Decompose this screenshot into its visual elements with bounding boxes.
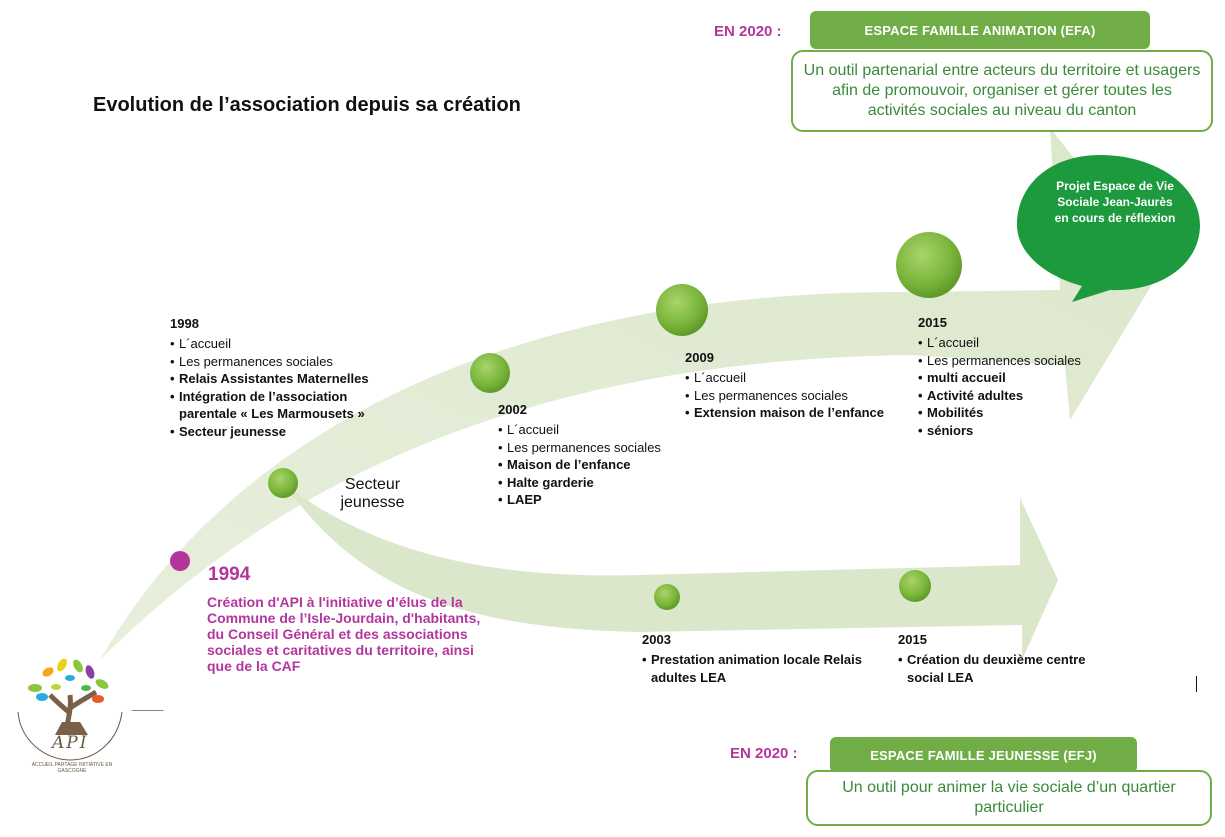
dash-mark: ____ [132,696,164,712]
milestone-items: L´accueilLes permanences socialesRelais … [170,335,400,440]
milestone-2015-dot [896,232,962,298]
milestone-item: Les permanences sociales [685,387,885,405]
milestone-item: Mobilités [918,404,1118,422]
milestone-items: Prestation animation locale Relais adult… [642,651,867,686]
milestone-item: Prestation animation locale Relais adult… [642,651,867,686]
milestone-item: Intégration de l’association parentale «… [170,388,400,423]
milestone-item: multi accueil [918,369,1118,387]
page-title: Evolution de l’association depuis sa cré… [93,94,521,116]
logo-letters: API [52,733,89,753]
milestone-year: 2015 [918,315,947,330]
projet-speech-bubble [1017,155,1200,302]
milestone-item: Création du deuxième centre social LEA [898,651,1088,686]
milestone-items: L´accueilLes permanences socialesmulti a… [918,334,1118,439]
milestone-items: Création du deuxième centre social LEA [898,651,1088,686]
milestone-item: Les permanences sociales [918,352,1118,370]
milestone-item: séniors [918,422,1118,440]
milestone-2003-dot [654,584,680,610]
milestone-item: Activité adultes [918,387,1118,405]
milestone-item: Les permanences sociales [498,439,698,457]
milestone-items: L´accueilLes permanences socialesMaison … [498,421,698,509]
milestone-2003: 2003 Prestation animation locale Relais … [642,632,867,686]
milestone-2009: 2009 L´accueilLes permanences socialesEx… [685,350,885,422]
milestone-2002: 2002 L´accueilLes permanences socialesMa… [498,402,698,509]
logo-ring-text: ACCUEIL PARTAGE INITIATIVE EN GASCOGNE [31,762,113,774]
milestone-item: Halte garderie [498,474,698,492]
secteur-jeunesse-label: Secteur jeunesse [340,476,405,511]
milestone-item: L´accueil [498,421,698,439]
milestone-1998: 1998 L´accueilLes permanences socialesRe… [170,316,400,440]
milestone-2015-lower-dot [899,570,931,602]
milestone-items: L´accueilLes permanences socialesExtensi… [685,369,885,422]
milestone-item: L´accueil [170,335,400,353]
milestone-year: 2002 [498,402,527,417]
milestone-item: LAEP [498,491,698,509]
efa-description-box: Un outil partenarial entre acteurs du te… [791,50,1213,132]
milestone-2015-lower: 2015 Création du deuxième centre social … [898,632,1088,686]
efj-year-label: EN 2020 : [730,745,798,762]
lower-arrow [285,485,1058,660]
milestone-item: L´accueil [685,369,885,387]
origin-year: 1994 [208,564,251,585]
milestone-item: Relais Assistantes Maternelles [170,370,400,388]
milestone-year: 2009 [685,350,714,365]
api-logo [17,658,123,761]
milestone-2009-dot [656,284,708,336]
origin-description: Création d'API à l'initiative d’élus de … [207,594,481,674]
projet-bubble-text: Projet Espace de Vie Sociale Jean-Jaurès… [1054,179,1176,225]
efj-description-box: Un outil pour animer la vie sociale d’un… [806,770,1212,826]
cursor-bar [1196,676,1197,692]
milestone-year: 1998 [170,316,199,331]
milestone-item: Secteur jeunesse [170,423,400,441]
milestone-year: 2003 [642,632,671,647]
milestone-year: 2015 [898,632,927,647]
efa-year-label: EN 2020 : [714,23,782,40]
milestone-1994-dot [170,551,190,571]
milestone-item: Maison de l’enfance [498,456,698,474]
efj-label-box: ESPACE FAMILLE JEUNESSE (EFJ) [830,737,1137,773]
efa-label-box: ESPACE FAMILLE ANIMATION (EFA) [810,11,1150,49]
milestone-item: Les permanences sociales [170,353,400,371]
milestone-2002-dot [470,353,510,393]
milestone-1998-dot [268,468,298,498]
milestone-item: Extension maison de l’enfance [685,404,885,422]
milestone-2015: 2015 L´accueilLes permanences socialesmu… [918,315,1118,439]
milestone-item: L´accueil [918,334,1118,352]
